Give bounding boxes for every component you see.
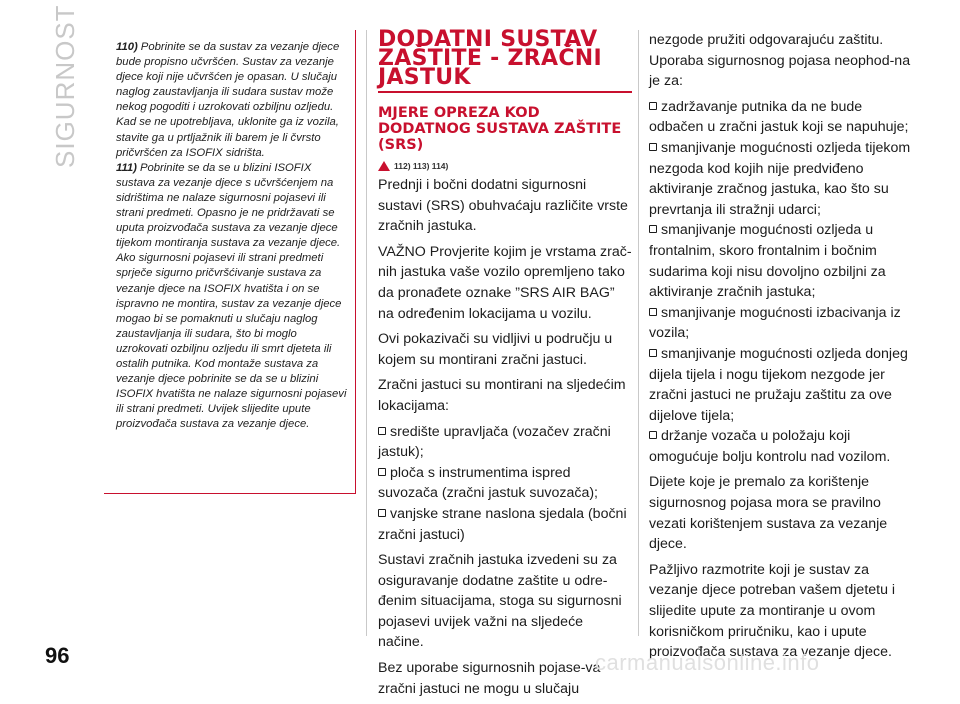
list-item-text: ploča s instrumentima ispred suvozača (z… (378, 464, 598, 502)
notes-box: 110)Pobrinite se da sustav za vezanje dj… (104, 30, 356, 494)
paragraph: Ovi pokazivači su vidljivi u području u … (378, 331, 613, 368)
list-item: smanjivanje mogućnosti ozljeda tijekom n… (649, 138, 911, 220)
paragraph: VAŽNO Provjerite kojim je vrstama zrač-n… (378, 243, 632, 322)
list-item-text: zadržavanje putnika da ne bude odbačen u… (649, 98, 909, 136)
paragraph: Dijete koje je premalo za korištenje sig… (649, 474, 888, 553)
main-heading: DODATNI SUSTAV ZAŠTITE - ZRAČNI JASTUK (378, 29, 632, 93)
right-column: nezgode pružiti odgovarajuću zaštitu. Up… (649, 30, 911, 668)
note-110: 110)Pobrinite se da sustav za vezanje dj… (116, 40, 347, 161)
list-item-text: smanjivanje mogućnosti ozljeda u frontal… (649, 222, 886, 301)
checkbox-bullet-icon (378, 508, 386, 517)
list-item: smanjivanje mogućnosti izbacivanja iz vo… (649, 303, 911, 344)
section-tab: SIGURNOST (50, 4, 90, 170)
checkbox-bullet-icon (649, 431, 657, 440)
list-item-text: smanjivanje mogućnosti izbacivanja iz vo… (649, 304, 901, 342)
list-item: vanjske strane naslona sjedala (bočni zr… (378, 504, 632, 545)
paragraph: Zračni jastuci su montirani na sljedećim… (378, 377, 626, 414)
right-body: nezgode pružiti odgovarajuću zaštitu. Up… (649, 30, 911, 663)
checkbox-bullet-icon (649, 225, 657, 234)
note-text: Pobrinite se da se u blizini ISOFIX sust… (116, 161, 347, 431)
paragraph: Sustavi zračnih jastuka izvedeni su za o… (378, 552, 622, 651)
list-item: zadržavanje putnika da ne bude odbačen u… (649, 97, 911, 138)
list-item: smanjivanje mogućnosti ozljeda donjeg di… (649, 344, 911, 426)
list-item-text: vanjske strane naslona sjedala (bočni zr… (378, 505, 627, 543)
list-item: držanje vozača u položaju koji omogućuje… (649, 426, 911, 467)
checkbox-bullet-icon (649, 142, 657, 151)
paragraph: Prednji i bočni dodatni sigurnosni susta… (378, 177, 628, 235)
page-number: 96 (45, 643, 70, 668)
paragraph: nezgode pružiti odgovarajuću zaštitu. Up… (649, 32, 911, 90)
list-item-text: središte upravljača (vozačev zračni jast… (378, 423, 611, 461)
note-number: 110) (116, 41, 138, 53)
list-item-text: smanjivanje mogućnosti ozljeda tijekom n… (649, 139, 911, 218)
column-divider-left (366, 30, 367, 636)
paragraph: Bez uporabe sigurnosnih pojase-va zračni… (378, 660, 601, 697)
note-111: 111)Pobrinite se da se u blizini ISOFIX … (116, 161, 347, 433)
section-label: SIGURNOST (50, 4, 80, 168)
checkbox-bullet-icon (378, 467, 386, 476)
list-item: smanjivanje mogućnosti ozljeda u frontal… (649, 220, 911, 302)
middle-column: DODATNI SUSTAV ZAŠTITE - ZRAČNI JASTUK M… (378, 29, 632, 704)
list-item-text: smanjivanje mogućnosti ozljeda donjeg di… (649, 345, 908, 424)
checkbox-bullet-icon (649, 348, 657, 357)
middle-body: Prednji i bočni dodatni sigurnosni susta… (378, 175, 632, 699)
note-text: Pobrinite se da sustav za vezanje djece … (116, 41, 340, 159)
warning-reference: 112) 113) 114) (378, 161, 632, 171)
watermark: carmanualsonline.info (595, 650, 820, 675)
list-item: središte upravljača (vozačev zračni jast… (378, 422, 632, 463)
column-divider-right (638, 30, 639, 636)
paragraph: Pažljivo razmotrite koji je sustav za ve… (649, 561, 896, 661)
sub-heading: MJERE OPREZA KOD DODATNOG SUSTAVA ZAŠTIT… (378, 105, 622, 153)
list-item-text: držanje vozača u položaju koji omogućuje… (649, 428, 891, 465)
checkbox-bullet-icon (649, 101, 657, 110)
list-item: ploča s instrumentima ispred suvozača (z… (378, 463, 632, 504)
warning-refs-text: 112) 113) 114) (394, 161, 449, 171)
checkbox-bullet-icon (378, 426, 386, 435)
checkbox-bullet-icon (649, 307, 657, 316)
note-number: 111) (116, 161, 137, 174)
warning-triangle-icon (378, 161, 390, 171)
